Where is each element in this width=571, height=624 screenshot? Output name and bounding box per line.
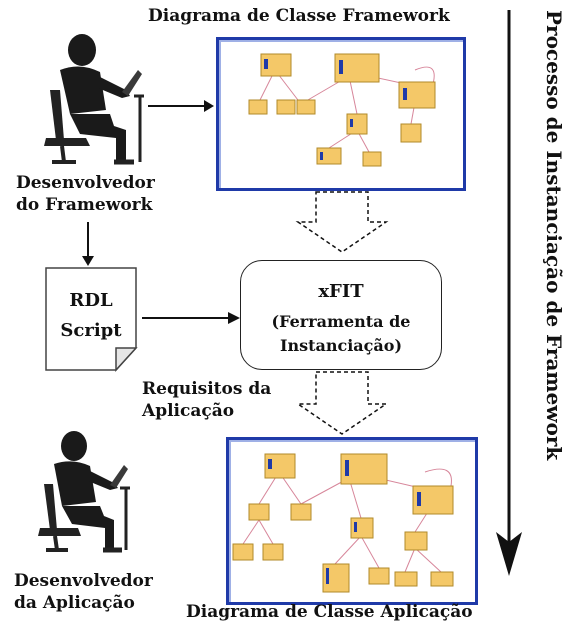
arrow-developer-to-diagram [148,100,214,112]
application-developer-icon [38,431,130,553]
framework-developer-label-line2: do Framework [16,195,153,215]
requirements-label-line1: Requisitos da [142,379,272,399]
application-class-diagram-graphic [232,453,454,593]
rdl-script-document: RDL Script [44,266,138,372]
framework-developer-label-line1: Desenvolvedor [16,173,155,193]
process-flow-arrow [496,10,522,576]
xfit-description-line2: Instanciação) [279,336,403,355]
framework-class-diagram [216,37,466,191]
framework-class-diagram-graphic [248,53,436,167]
xfit-title: xFIT [318,281,364,302]
framework-diagram-title: Diagrama de Classe Framework [148,6,450,26]
application-diagram-title: Diagrama de Classe Aplicação [186,602,473,622]
arrow-developer-to-rdl [82,222,94,266]
arrow-rdl-to-xfit [142,312,240,324]
hollow-arrow-diagram-to-xfit [295,191,389,253]
xfit-description-line1: (Ferramenta de [271,312,411,331]
xfit-tool-box: xFIT (Ferramenta de Instanciação) [240,260,442,370]
process-label: Processo de Instanciação de Framework [542,10,566,461]
rdl-label: RDL [69,290,113,311]
hollow-arrow-xfit-to-application [295,371,389,435]
application-developer-label-line2: da Aplicação [14,593,135,613]
application-class-diagram [226,437,478,605]
script-label: Script [60,320,122,341]
document-icon [45,267,138,372]
framework-developer-icon [44,34,144,165]
requirements-label-line2: Aplicação [142,401,235,421]
application-developer-label-line1: Desenvolvedor [14,571,153,591]
